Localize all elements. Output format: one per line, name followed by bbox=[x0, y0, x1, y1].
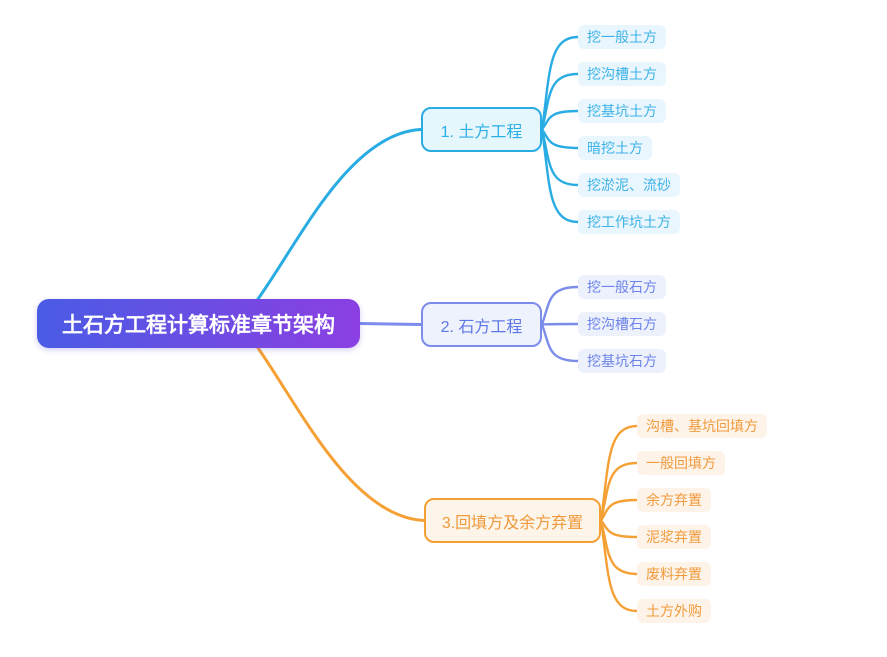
leaf-node-3-6[interactable]: 土方外购 bbox=[637, 599, 711, 623]
leaf-node-3-4[interactable]: 泥浆弃置 bbox=[637, 525, 711, 549]
edge-branch-3-to-leaf-2 bbox=[599, 461, 639, 522]
edge-branch-3-to-leaf-4 bbox=[599, 519, 639, 539]
edge-root-to-branch-1 bbox=[256, 128, 423, 301]
edge-branch-1-to-leaf-4 bbox=[540, 128, 580, 150]
root-node[interactable]: 土石方工程计算标准章节架构 bbox=[37, 299, 360, 348]
branch-node-3[interactable]: 3.回填方及余方弃置 bbox=[424, 498, 601, 543]
leaf-node-2-3[interactable]: 挖基坑石方 bbox=[578, 349, 666, 373]
edge-branch-3-to-leaf-3 bbox=[599, 498, 639, 522]
edge-branch-1-to-leaf-2 bbox=[540, 72, 580, 131]
leaf-node-1-2[interactable]: 挖沟槽土方 bbox=[578, 62, 666, 86]
leaf-node-3-5[interactable]: 废料弃置 bbox=[637, 562, 711, 586]
edge-branch-1-to-leaf-1 bbox=[540, 35, 580, 131]
edge-branch-1-to-leaf-3 bbox=[540, 109, 580, 131]
edge-root-to-branch-3 bbox=[256, 346, 426, 522]
edge-branch-2-to-leaf-2 bbox=[540, 322, 580, 326]
leaf-node-2-2[interactable]: 挖沟槽石方 bbox=[578, 312, 666, 336]
edge-branch-3-to-leaf-6 bbox=[599, 519, 639, 613]
edge-branch-3-to-leaf-1 bbox=[599, 424, 639, 522]
branch-node-2[interactable]: 2. 石方工程 bbox=[421, 302, 542, 347]
leaf-node-3-2[interactable]: 一般回填方 bbox=[637, 451, 725, 475]
edge-branch-2-to-leaf-3 bbox=[540, 323, 580, 363]
leaf-node-2-1[interactable]: 挖一般石方 bbox=[578, 275, 666, 299]
leaf-node-1-3[interactable]: 挖基坑土方 bbox=[578, 99, 666, 123]
leaf-node-1-6[interactable]: 挖工作坑土方 bbox=[578, 210, 680, 234]
edge-root-to-branch-2 bbox=[358, 322, 423, 326]
leaf-node-1-1[interactable]: 挖一般土方 bbox=[578, 25, 666, 49]
leaf-node-3-3[interactable]: 余方弃置 bbox=[637, 488, 711, 512]
branch-node-1[interactable]: 1. 土方工程 bbox=[421, 107, 542, 152]
leaf-node-3-1[interactable]: 沟槽、基坑回填方 bbox=[637, 414, 767, 438]
edge-branch-2-to-leaf-1 bbox=[540, 285, 580, 326]
edge-branch-1-to-leaf-6 bbox=[540, 128, 580, 224]
leaf-node-1-4[interactable]: 暗挖土方 bbox=[578, 136, 652, 160]
leaf-node-1-5[interactable]: 挖淤泥、流砂 bbox=[578, 173, 680, 197]
